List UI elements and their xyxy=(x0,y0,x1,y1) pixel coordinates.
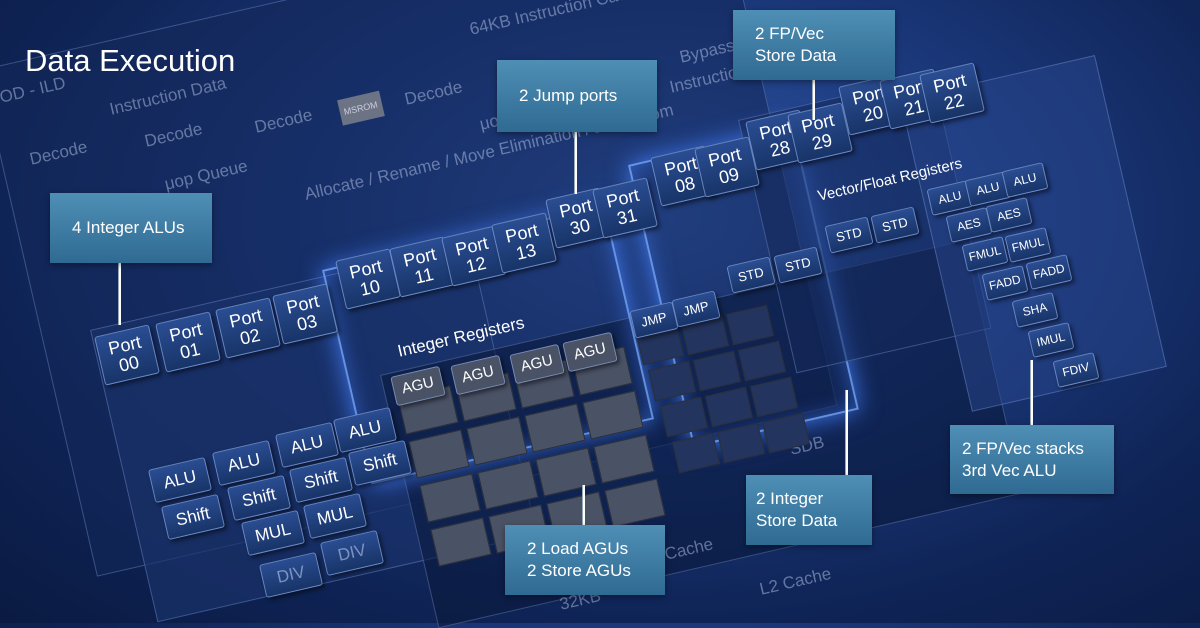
unit-label: FADD xyxy=(987,272,1023,294)
unit-label: Shift xyxy=(174,503,212,530)
unit-label: AGU xyxy=(400,373,436,398)
unit-label: 31 xyxy=(615,204,640,229)
leader-line xyxy=(845,390,848,475)
unit-label: JMP xyxy=(639,309,669,330)
unit-label: FMUL xyxy=(967,243,1003,265)
unit-label: DIV xyxy=(274,562,307,588)
unit-label: AGU xyxy=(519,351,555,376)
unit-label: 10 xyxy=(358,275,383,300)
callout-text: 2 Jump ports xyxy=(519,86,618,105)
background-label: L2 Cache xyxy=(758,564,833,600)
unit-label: Shift xyxy=(361,449,399,476)
leader-line xyxy=(582,485,585,525)
unit-label: FMUL xyxy=(1010,234,1046,256)
unit-label: AES xyxy=(995,205,1023,225)
unit-label: AGU xyxy=(572,339,608,364)
unit-label: L2 Cache xyxy=(757,563,833,599)
callout-text: 2 Integer xyxy=(756,489,824,508)
unit-label: JMP xyxy=(681,298,711,319)
unit-label: ALU xyxy=(974,179,1001,199)
callout-fp-vec-stacks: 2 FP/Vec stacks 3rd Vec ALU xyxy=(950,425,1114,494)
callout-text: Store Data xyxy=(755,46,837,65)
unit-label: STD xyxy=(880,214,910,235)
unit-label: 30 xyxy=(568,214,593,239)
callout-text: Store Data xyxy=(756,511,838,530)
unit-label: 03 xyxy=(295,310,320,335)
unit-label: 00 xyxy=(117,351,142,376)
unit-label: MUL xyxy=(253,519,293,546)
unit-label: Shift xyxy=(240,484,278,511)
unit-label: ALU xyxy=(288,431,326,458)
unit-label: 09 xyxy=(717,163,742,188)
unit-label: SHA xyxy=(1021,300,1049,320)
unit-label: FADD xyxy=(1031,261,1067,283)
callout-agus: 2 Load AGUs 2 Store AGUs xyxy=(505,525,665,595)
leader-line xyxy=(574,132,577,194)
unit-label: DIV xyxy=(335,540,368,566)
unit-label: 02 xyxy=(238,324,263,349)
unit-label: MUL xyxy=(315,502,355,529)
callout-text: 2 Load AGUs xyxy=(527,539,629,558)
callout-text: 3rd Vec ALU xyxy=(962,460,1057,480)
callout-text: 2 FP/Vec stacks xyxy=(962,438,1084,458)
unit-label: 20 xyxy=(861,101,886,126)
unit-label: 08 xyxy=(673,172,698,197)
unit-label: AES xyxy=(955,215,983,235)
callout-integer-alus: 4 Integer ALUs xyxy=(50,193,212,263)
unit-label: ALU xyxy=(1011,170,1038,190)
unit-label: AGU xyxy=(460,362,496,387)
callout-jump-ports: 2 Jump ports xyxy=(497,60,657,132)
unit-label: MSROM xyxy=(342,99,379,117)
unit-label: 22 xyxy=(942,89,967,114)
unit-label: STD xyxy=(783,254,813,275)
callout-integer-store-data: 2 Integer Store Data xyxy=(746,475,872,545)
unit-label: 13 xyxy=(514,239,539,264)
unit-label: 28 xyxy=(768,136,793,161)
unit-label: ALU xyxy=(161,466,199,493)
unit-label: STD xyxy=(736,264,766,285)
callout-text: 4 Integer ALUs xyxy=(72,218,185,237)
callout-text: 2 FP/Vec xyxy=(755,24,824,43)
unit-label: FDIV xyxy=(1061,359,1091,380)
leader-line xyxy=(118,263,121,325)
leader-line xyxy=(1030,360,1033,425)
unit-label: 11 xyxy=(412,263,436,288)
unit-label: 01 xyxy=(178,338,203,363)
unit-label: ALU xyxy=(936,188,963,208)
leader-line xyxy=(812,80,815,120)
slide-title: Data Execution xyxy=(25,43,236,78)
callout-text: 2 Store AGUs xyxy=(527,561,631,580)
unit-label: Shift xyxy=(302,466,340,493)
unit-label: 29 xyxy=(810,129,835,154)
unit-label: IMUL xyxy=(1035,329,1067,350)
unit-label: 12 xyxy=(464,252,489,277)
unit-label: ALU xyxy=(225,449,263,476)
callout-fp-store-data: 2 FP/Vec Store Data xyxy=(733,10,895,80)
unit-label: STD xyxy=(834,224,864,245)
unit-label: 21 xyxy=(902,95,927,120)
unit-label: ALU xyxy=(346,416,384,443)
